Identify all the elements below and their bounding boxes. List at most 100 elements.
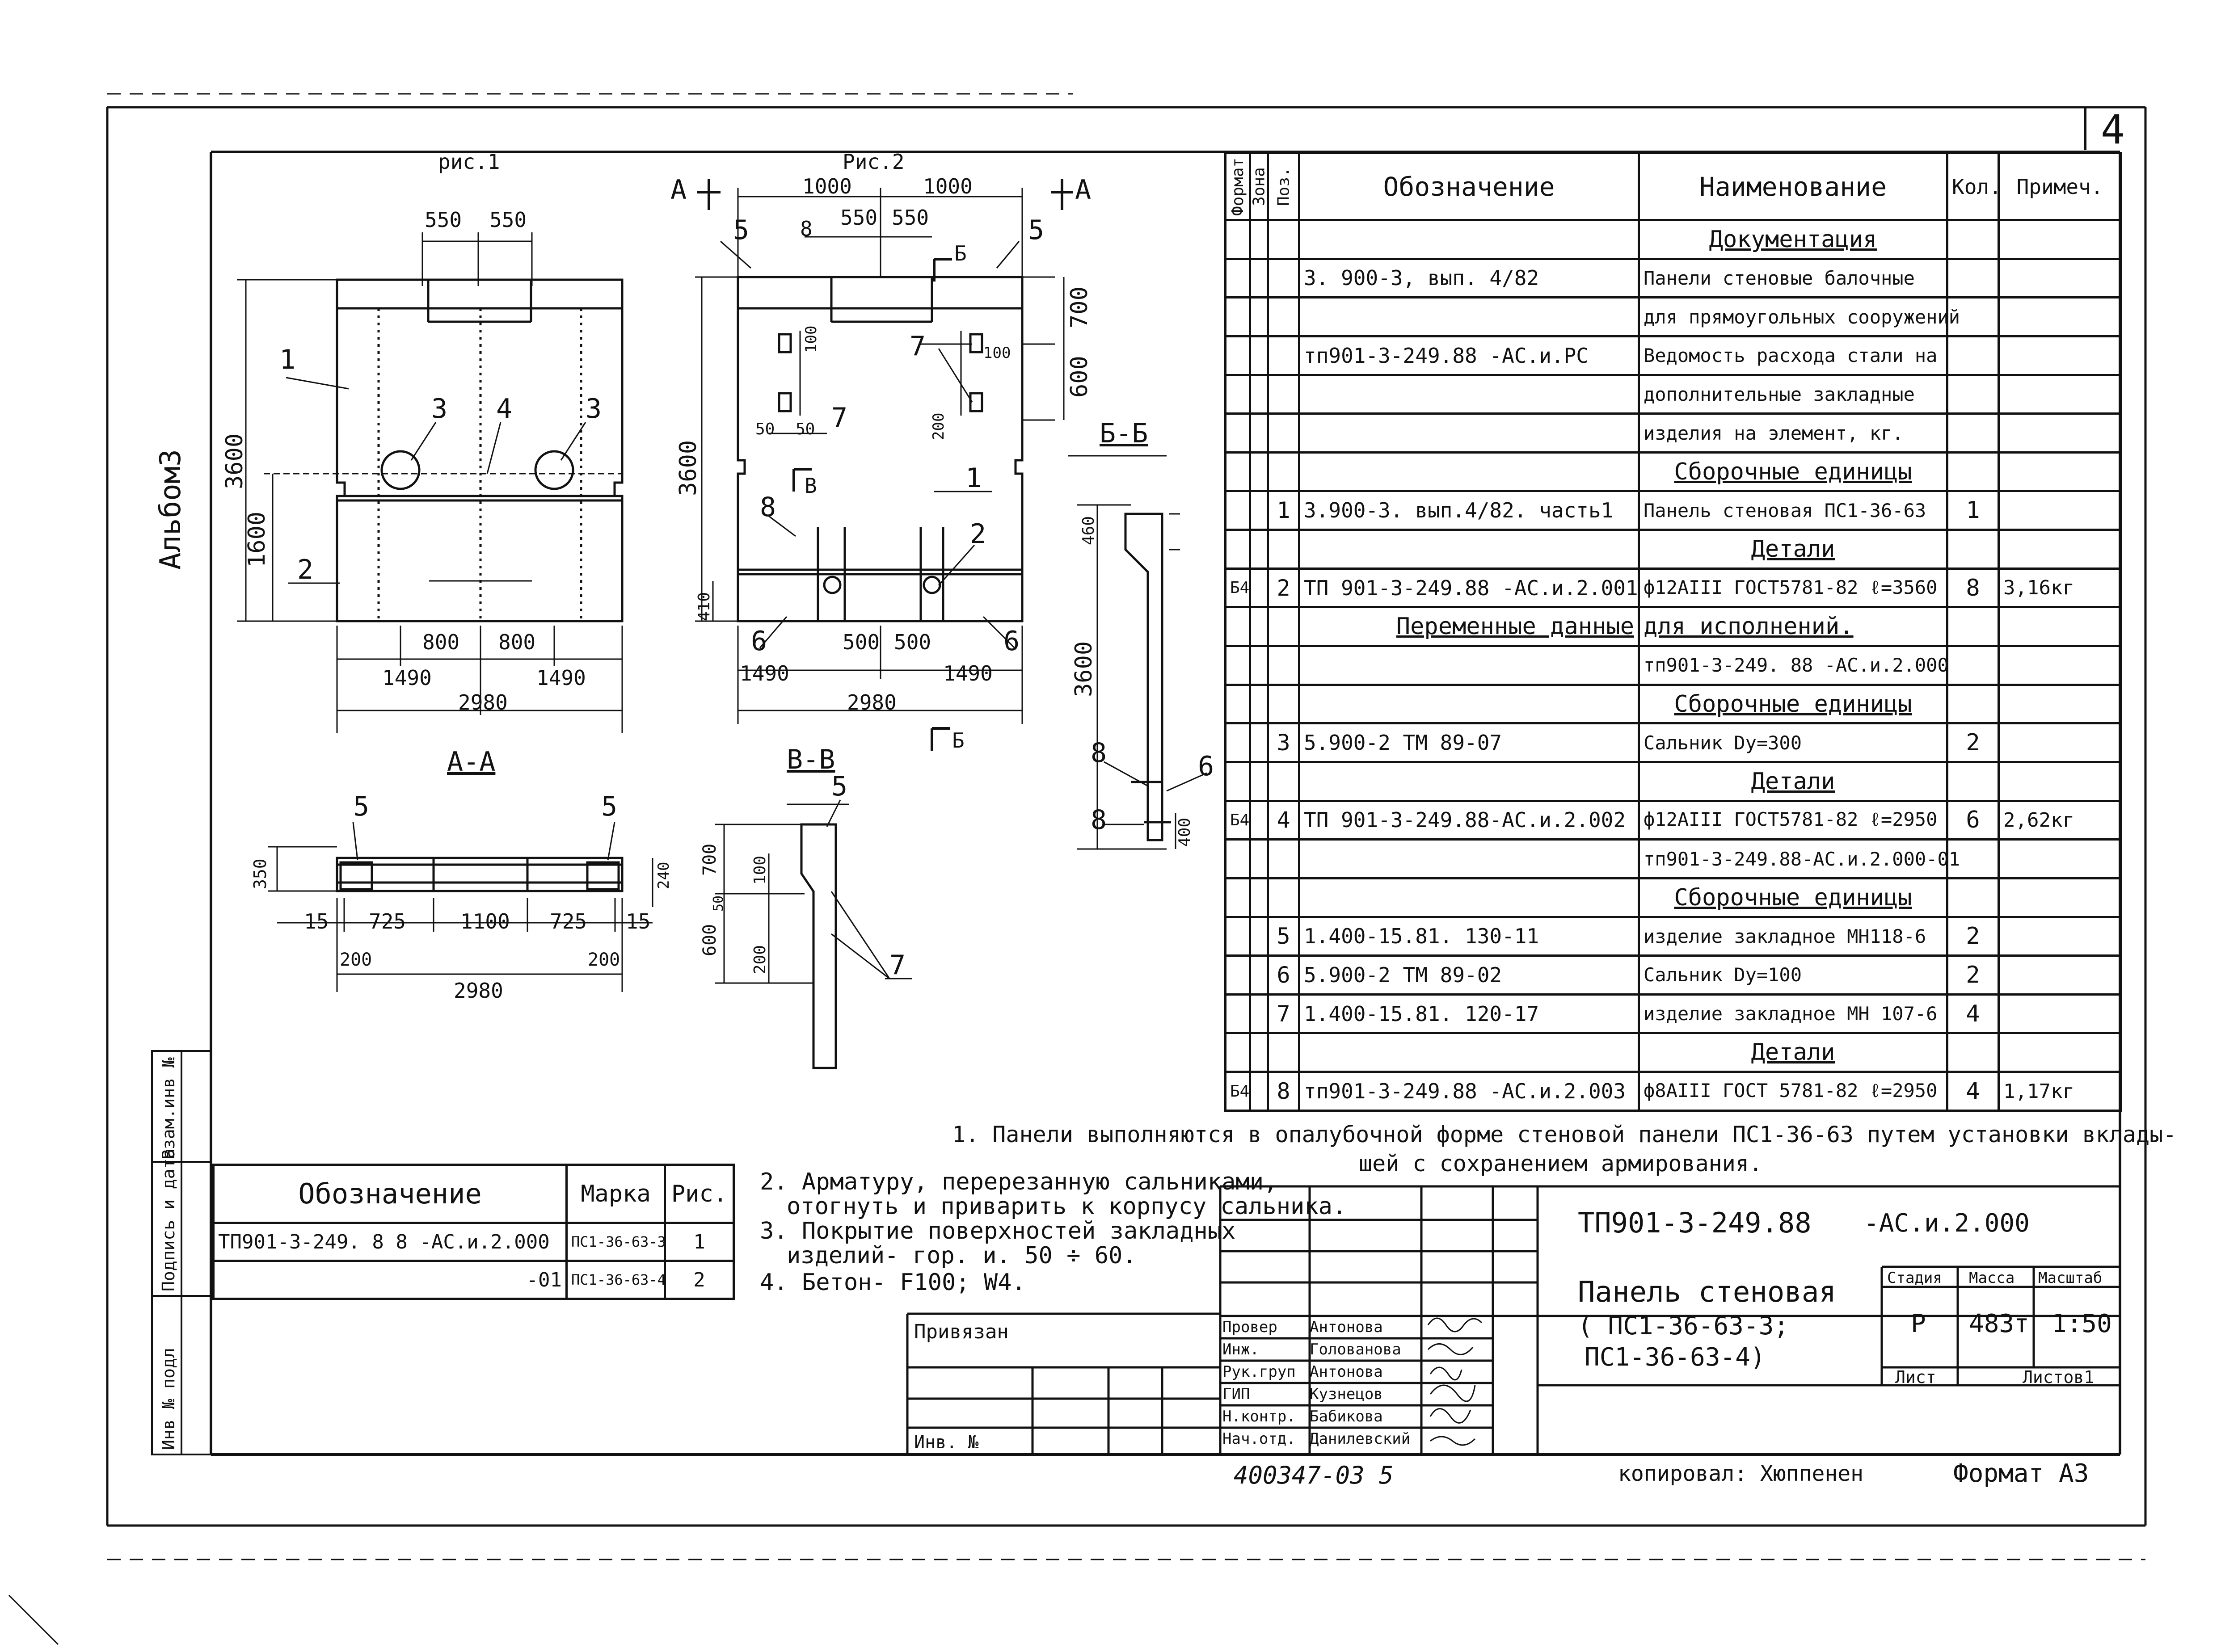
fig2-dim: 1000	[923, 174, 973, 198]
section-vv-dim: 50	[711, 895, 726, 912]
spec-cell-note	[1998, 490, 2122, 531]
marks-header-row: Обозначение Марка Рис.	[212, 1164, 735, 1224]
trim-marks	[107, 93, 2145, 1560]
spec-cell-note	[1998, 451, 2122, 492]
spec-cell-qty: 6	[1946, 799, 2000, 841]
staff-role: Нач.отд.	[1222, 1430, 1296, 1448]
fig2-dim: 1000	[802, 174, 852, 198]
spec-cell-pos	[1267, 374, 1300, 415]
spec-cell-pos	[1267, 1032, 1300, 1073]
spec-cell-zone	[1249, 799, 1269, 841]
table-row: дополнительные закладные	[1224, 374, 2122, 415]
spec-cell-note: 2,62кг	[1998, 799, 2122, 841]
spec-cell-qty: 2	[1946, 954, 2000, 996]
section-aa-dim: 200	[588, 950, 620, 970]
spec-cell-note: 1,17кг	[1998, 1071, 2122, 1112]
spec-cell-qty: 4	[1946, 993, 2000, 1034]
section-bb-dim: 400	[1176, 817, 1194, 847]
note-3: 3. Покрытие поверхностей закладных	[760, 1218, 1236, 1244]
spec-cell-zone	[1249, 877, 1269, 918]
fig2-section-mark-right: А	[1075, 174, 1092, 206]
spec-cell-name: Панель стеновая ПС1-36-63	[1638, 490, 1948, 531]
spec-cell-format	[1224, 257, 1251, 299]
spec-cell-name: изделие закладное МН 107-6	[1638, 993, 1948, 1034]
document-code: ТП901-3-249.88	[1578, 1206, 1812, 1239]
spec-cell-format	[1224, 374, 1251, 415]
spec-cell-qty: 4	[1946, 1071, 2000, 1112]
spec-section-title: Детали	[1638, 1032, 1948, 1073]
mass-value: 483т	[1969, 1309, 2029, 1338]
fig2-dimensions	[695, 188, 1065, 724]
title-name-line2: ( ПС1-36-63-3;	[1578, 1312, 1789, 1341]
spec-col-name: Наименование	[1638, 152, 1948, 221]
fig2-leader: 2	[970, 518, 986, 550]
spec-cell-pos: 6	[1267, 954, 1300, 996]
fig2-dim: 200	[930, 412, 948, 440]
section-aa-dim: 2980	[454, 979, 503, 1003]
spec-cell-qty	[1946, 683, 2000, 725]
spec-cell-note	[1998, 722, 2122, 763]
spec-cell-qty	[1946, 838, 2000, 879]
scale-value: 1:50	[2052, 1309, 2112, 1338]
spec-cell-zone	[1249, 606, 1269, 647]
marks-designation: -01	[212, 1260, 568, 1300]
spec-cell-name: дополнительные закладные	[1638, 374, 1948, 415]
spec-cell-note	[1998, 993, 2122, 1034]
staff-role: Инж.	[1222, 1341, 1259, 1358]
section-vv-leader: 5	[831, 771, 848, 802]
side-vzam-inv: Взам.инв №	[159, 1057, 178, 1160]
fig2-section-mark-left: А	[670, 174, 687, 206]
spec-cell-format	[1224, 838, 1251, 879]
spec-col-qty: Кол.	[1946, 152, 2002, 221]
fig2-leader: 5	[1028, 214, 1045, 246]
spec-cell-designation: 5.900-2 ТМ 89-02	[1298, 954, 1640, 996]
staff-name: Бабикова	[1310, 1408, 1383, 1425]
sheet-number: 4	[2101, 106, 2125, 153]
fig2-leader: Б	[954, 241, 967, 265]
spec-cell-qty	[1946, 451, 2000, 492]
spec-cell-zone	[1249, 490, 1269, 531]
stage-label: Стадия	[1887, 1269, 1942, 1287]
signatures	[1427, 1317, 1483, 1446]
spec-cell-note	[1998, 645, 2122, 686]
title-bound-label: Привязан	[914, 1320, 1009, 1343]
fig2-dim: 550	[840, 206, 878, 230]
table-row: -01 ПС1-36-63-4 2	[212, 1260, 735, 1300]
note-1-cont: шей с сохранением армирования.	[1359, 1151, 1763, 1177]
spec-cell-name: для прямоугольных сооружений	[1638, 296, 1960, 337]
fig2-panel	[737, 276, 1024, 622]
spec-col-format: Формат	[1225, 153, 1250, 220]
spec-cell-pos	[1267, 606, 1300, 647]
spec-cell-qty	[1946, 761, 2000, 802]
staff-name: Данилевский	[1310, 1430, 1411, 1448]
spec-cell-designation	[1298, 412, 1640, 454]
spec-cell-qty	[1946, 1032, 2000, 1073]
spec-cell-qty	[1946, 374, 2000, 415]
spec-cell-qty	[1946, 257, 2000, 299]
fig1-dim: 550	[425, 208, 462, 232]
section-vv-leader: 7	[889, 950, 906, 981]
spec-cell-note	[1998, 412, 2122, 454]
section-aa-dim: 15	[304, 909, 329, 933]
table-row: изделия на элемент, кг.	[1224, 412, 2122, 454]
spec-cell-pos	[1267, 296, 1300, 337]
spec-cell-designation	[1298, 761, 1640, 802]
spec-cell-note	[1998, 761, 2122, 802]
spec-section-title: Документация	[1638, 219, 1948, 260]
spec-cell-pos: 4	[1267, 799, 1300, 841]
spec-cell-designation: 1.400-15.81. 120-17	[1298, 993, 1640, 1034]
spec-cell-designation	[1298, 1032, 1640, 1073]
spec-cell-designation: 3. 900-3, вып. 4/82	[1298, 257, 1640, 299]
side-podpis-data: Подпись и дата	[159, 1148, 178, 1291]
fig2-leader: 6	[1003, 626, 1020, 657]
spec-cell-pos: 5	[1267, 916, 1300, 957]
spec-cell-zone	[1249, 722, 1269, 763]
marks-fig: 2	[664, 1260, 735, 1300]
spec-cell-format	[1224, 529, 1251, 570]
